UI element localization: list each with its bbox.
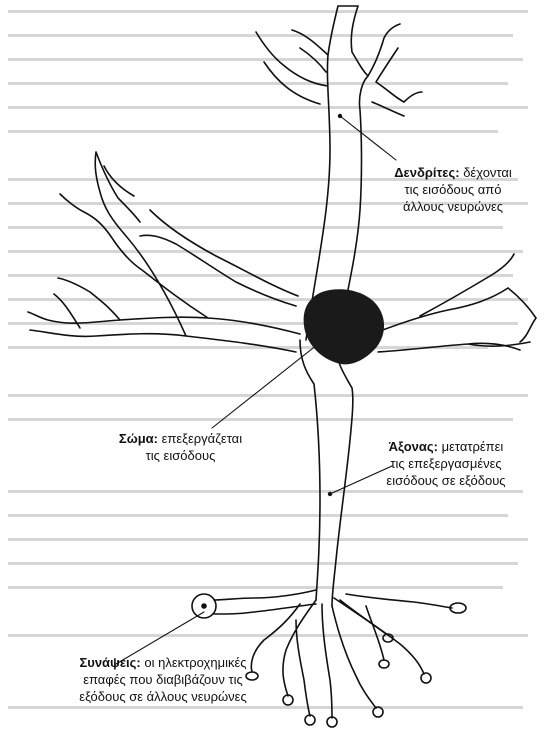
right-dendrites xyxy=(362,254,536,352)
term-synapses-sep: : xyxy=(136,655,140,670)
desc-dendrites-2: τις εισόδους από xyxy=(378,181,528,198)
desc-soma-2: τις εισόδους xyxy=(98,447,263,464)
leader-dendrites xyxy=(340,116,396,160)
desc-dendrites-1: δέχονται xyxy=(463,165,512,180)
term-soma-sep: : xyxy=(154,431,158,446)
left-dendrites xyxy=(28,152,300,352)
term-axon-sep: : xyxy=(434,439,438,454)
nucleus xyxy=(304,289,384,364)
desc-axon-2: τις επεξεργασμένες xyxy=(356,455,536,472)
term-soma: Σώμα xyxy=(119,431,154,446)
desc-dendrites-3: άλλους νευρώνες xyxy=(378,198,528,215)
term-synapses: Συνάψεις xyxy=(79,655,136,670)
desc-soma-1: επεξεργάζεται xyxy=(162,431,242,446)
desc-synapses-3: εξόδους σε άλλους νευρώνες xyxy=(28,688,298,705)
desc-axon-3: εισόδους σε εξόδους xyxy=(356,472,536,489)
desc-synapses-1: οι ηλεκτροχημικές xyxy=(144,655,246,670)
term-dendrites-sep: : xyxy=(455,165,459,180)
label-synapses: Συνάψεις: οι ηλεκτροχημικές επαφές που δ… xyxy=(28,654,298,705)
label-dendrites: Δενδρίτες: δέχονται τις εισόδους από άλλ… xyxy=(378,164,528,215)
desc-synapses-2: επαφές που διαβιβάζουν τις xyxy=(28,671,298,688)
term-axon: Άξονας xyxy=(389,439,434,454)
label-axon: Άξονας: μετατρέπει τις επεξεργασμένες ει… xyxy=(356,438,536,489)
desc-axon-1: μετατρέπει xyxy=(442,439,504,454)
term-dendrites: Δενδρίτες xyxy=(394,165,455,180)
synapse-branch xyxy=(214,590,316,614)
label-soma: Σώμα: επεξεργάζεται τις εισόδους xyxy=(98,430,263,464)
axon xyxy=(300,340,353,606)
